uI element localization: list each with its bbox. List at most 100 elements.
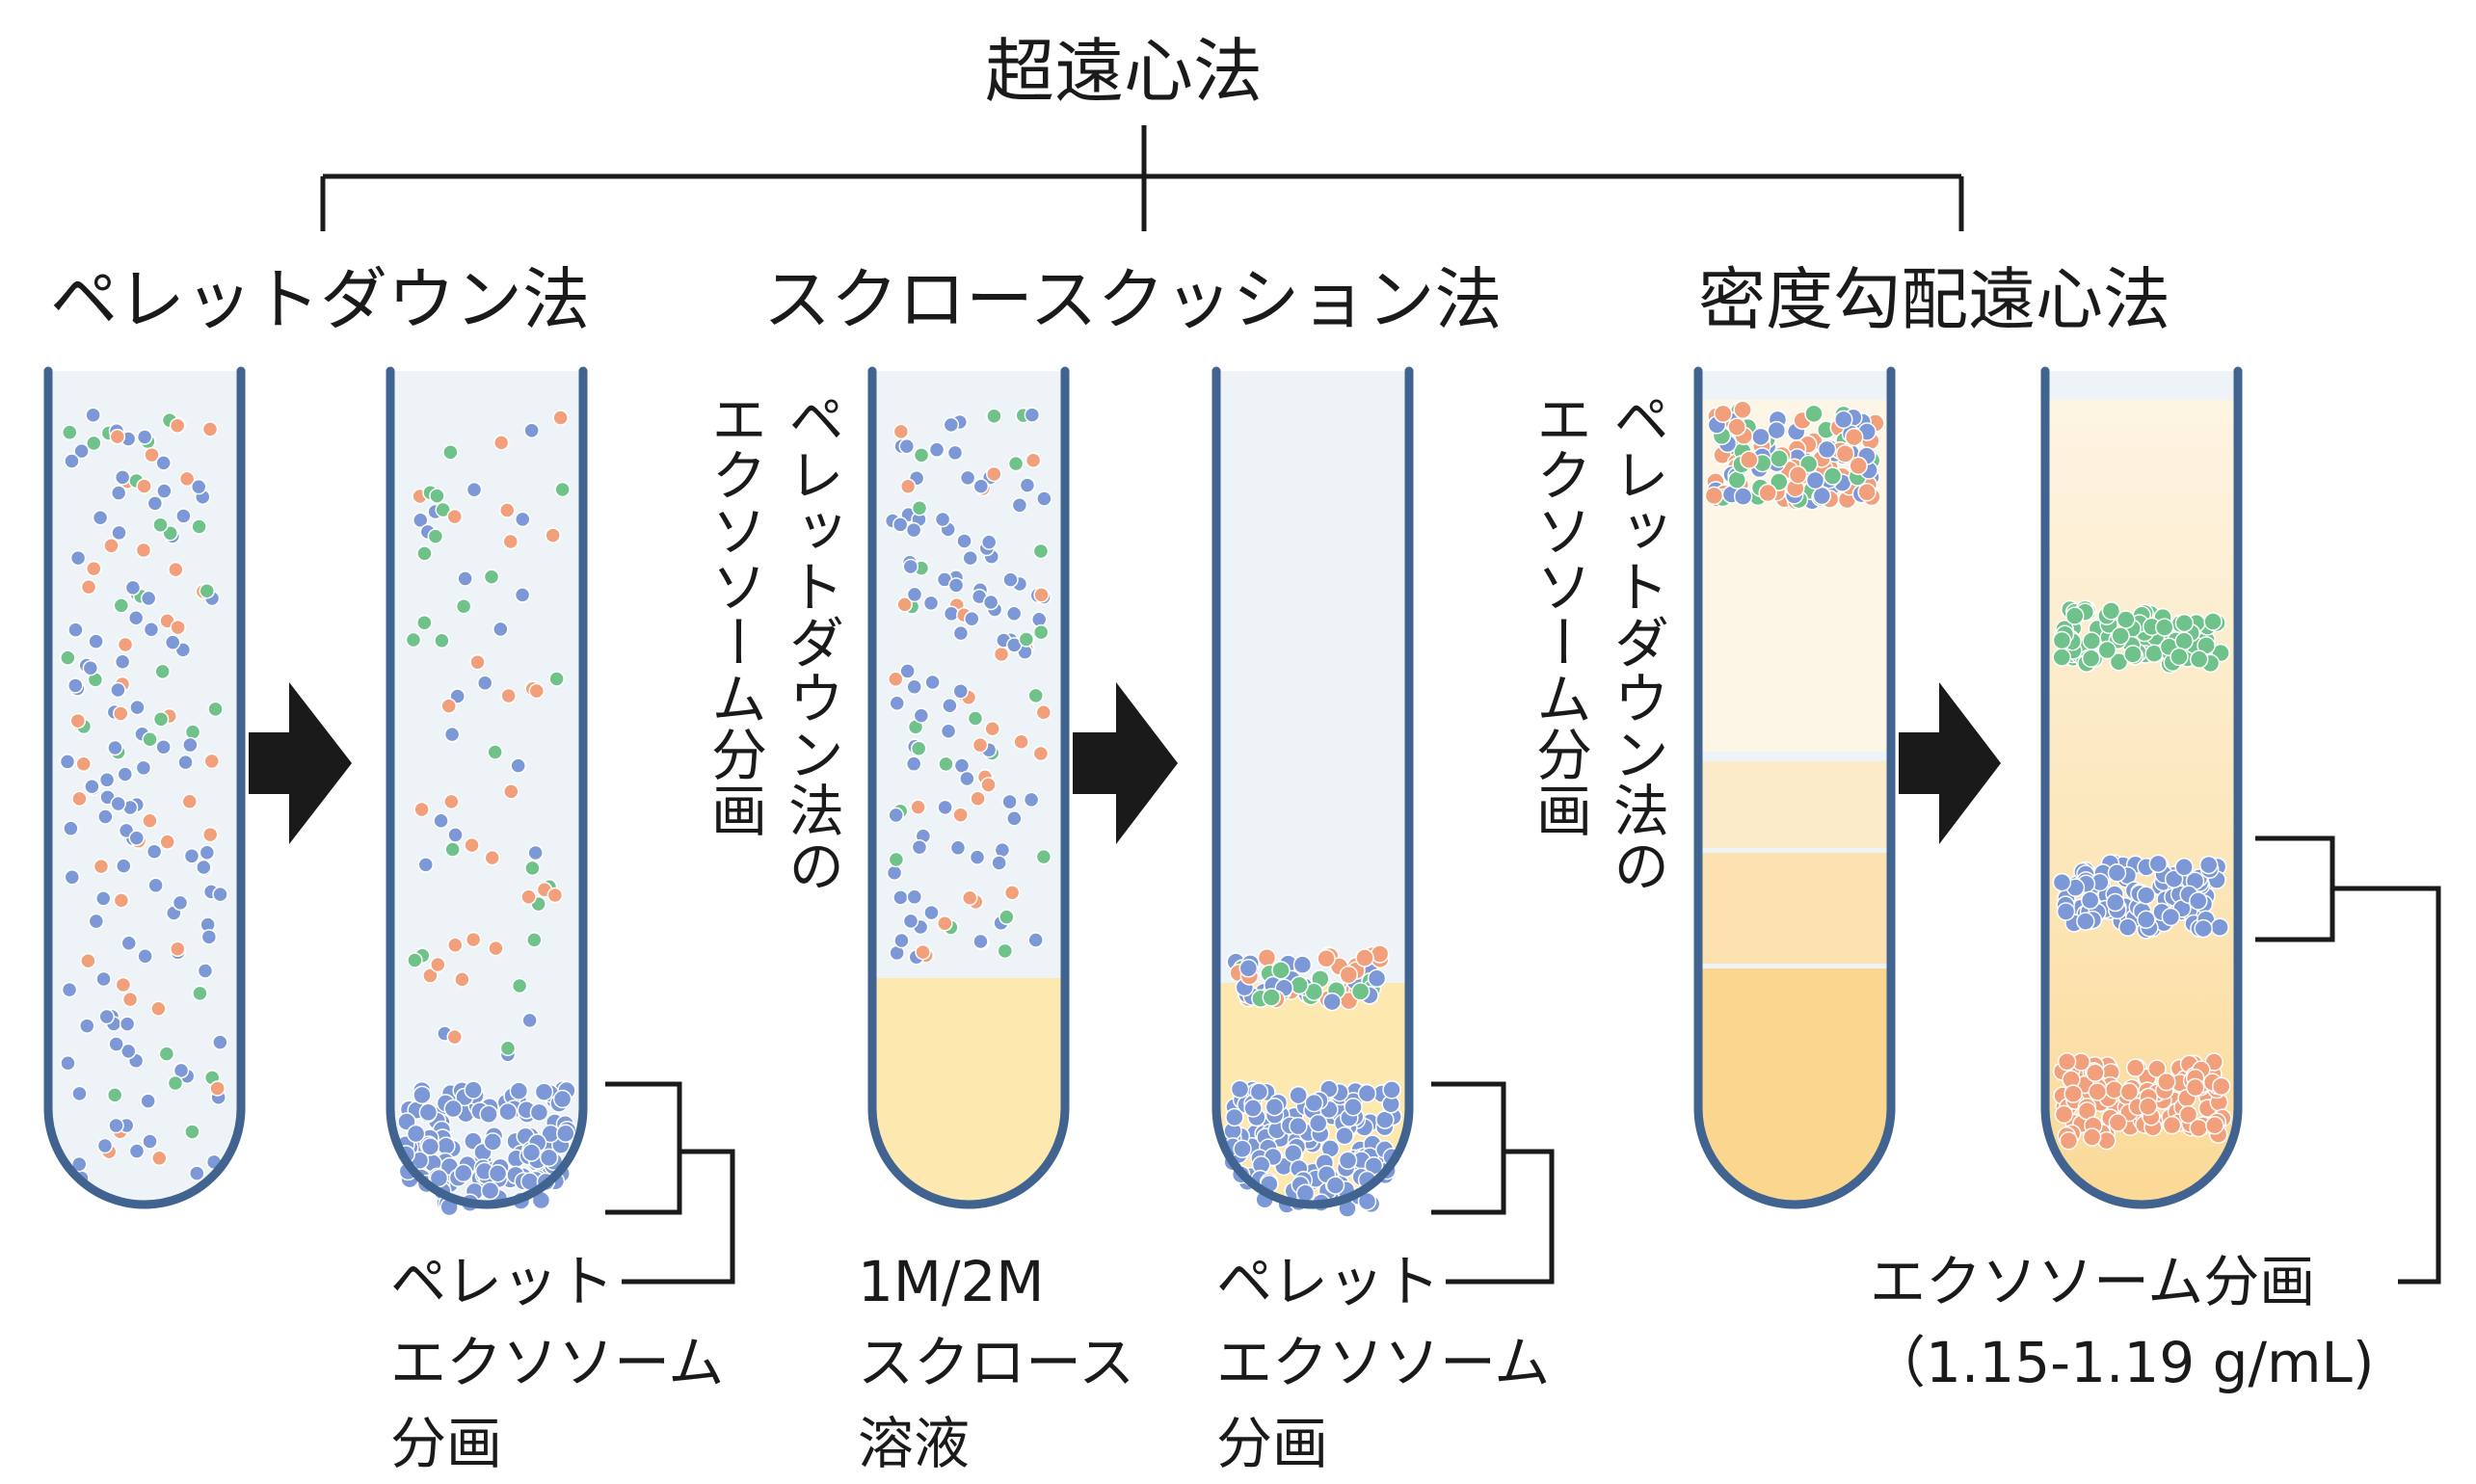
- particle-dot: [956, 533, 972, 549]
- tube-sucrose-after-fill: [1216, 371, 1409, 1205]
- particle-dot: [986, 408, 1002, 424]
- particle-dot: [991, 855, 1007, 871]
- particle-dot: [961, 889, 978, 906]
- particle-dot: [2136, 886, 2156, 905]
- particle-dot: [886, 864, 903, 881]
- particle-dot: [1265, 1097, 1285, 1117]
- particle-dot: [487, 744, 503, 760]
- particle-dot: [115, 976, 132, 994]
- particle-dot: [905, 521, 922, 539]
- particle-dot: [2189, 1118, 2208, 1138]
- particle-dot: [889, 695, 906, 711]
- particle-dot: [455, 597, 472, 615]
- particle-dot: [902, 558, 919, 575]
- particle-dot: [413, 1085, 432, 1105]
- particle-dot: [181, 793, 199, 810]
- particle-dot: [994, 841, 1011, 859]
- particle-dot: [135, 542, 152, 559]
- particle-dot: [178, 470, 196, 488]
- particle-dot: [70, 1155, 88, 1173]
- particle-dot: [142, 812, 158, 830]
- particle-dot: [1714, 404, 1733, 424]
- tube-pellet-after-fill: [390, 371, 583, 1205]
- particle-dot: [93, 858, 110, 875]
- particle-dot: [79, 1018, 95, 1034]
- particle-dot: [1767, 420, 1787, 440]
- particle-dot: [1344, 1098, 1363, 1117]
- particle-dot: [1271, 961, 1291, 980]
- particle-dot: [69, 712, 87, 729]
- label-pellet: ペレット: [390, 1249, 615, 1314]
- particle-dot: [483, 1132, 503, 1152]
- particle-dot: [1001, 793, 1018, 810]
- particle-dot: [120, 1043, 137, 1060]
- particle-dot: [405, 631, 422, 649]
- particle-dot: [80, 952, 96, 969]
- particle-dot: [429, 1168, 449, 1188]
- particle-dot: [108, 1036, 124, 1052]
- particle-dot: [1309, 1113, 1328, 1133]
- tube-gradient-after: [2040, 366, 2243, 1209]
- particle-dot: [140, 1093, 156, 1109]
- particle-dot: [523, 422, 540, 438]
- particle-dot: [142, 730, 158, 748]
- pellet-bracket-2: [1431, 1081, 1555, 1285]
- particle-dot: [97, 808, 114, 825]
- particle-dot: [906, 586, 923, 603]
- particle-dot: [913, 707, 930, 724]
- particle-dot: [1027, 932, 1044, 948]
- particle-dot: [1770, 449, 1789, 468]
- particle-dot: [120, 935, 138, 951]
- particle-dot: [469, 653, 486, 671]
- particle-dot: [509, 1081, 529, 1100]
- arrow-right-icon: [249, 682, 352, 844]
- particle-dot: [155, 455, 172, 471]
- particle-dot: [2086, 1063, 2105, 1083]
- particle-dot: [2174, 631, 2194, 650]
- particle-dot: [75, 755, 92, 773]
- particle-dot: [476, 675, 493, 692]
- particle-dot: [502, 533, 519, 550]
- particle-dot: [212, 886, 228, 903]
- particle-dot: [949, 839, 967, 857]
- particle-dot: [201, 826, 219, 843]
- particle-dot: [483, 569, 500, 585]
- particle-dot: [959, 770, 975, 787]
- particle-dot: [113, 705, 129, 722]
- particle-dot: [191, 518, 207, 535]
- particle-dot: [110, 485, 127, 501]
- method-title-density-gradient: 密度勾配遠心法: [1698, 260, 2170, 339]
- particle-dot: [62, 424, 78, 440]
- particle-dot: [142, 1133, 158, 1150]
- particle-dot: [146, 843, 163, 860]
- particle-dot: [189, 1165, 205, 1181]
- particle-dot: [98, 772, 116, 788]
- particle-dot: [1805, 470, 1825, 490]
- particle-dot: [2174, 613, 2195, 633]
- particle-dot: [64, 453, 80, 469]
- particle-dot: [1375, 1110, 1395, 1129]
- particle-dot: [962, 549, 978, 567]
- particle-dot: [510, 757, 526, 774]
- particle-dot: [116, 858, 132, 874]
- particle-dot: [922, 595, 940, 612]
- particle-dot: [446, 1028, 463, 1046]
- particle-dot: [2189, 891, 2208, 911]
- particle-dot: [969, 849, 986, 865]
- particle-dot: [169, 417, 186, 434]
- particle-dot: [556, 1124, 575, 1143]
- particle-dot: [212, 1034, 228, 1050]
- particle-dot: [545, 527, 561, 543]
- particle-dot: [910, 740, 927, 756]
- particle-dot: [1382, 1080, 1401, 1100]
- particle-dot: [479, 1104, 498, 1125]
- particle-dot: [200, 929, 218, 945]
- particle-dot: [888, 807, 904, 824]
- particle-dot: [63, 820, 79, 836]
- particle-dot: [1033, 587, 1050, 603]
- particle-dot: [1733, 487, 1753, 506]
- particle-dot: [167, 1074, 184, 1092]
- particle-dot: [2203, 612, 2223, 631]
- particle-dot: [69, 549, 87, 567]
- particle-dot: [997, 942, 1014, 960]
